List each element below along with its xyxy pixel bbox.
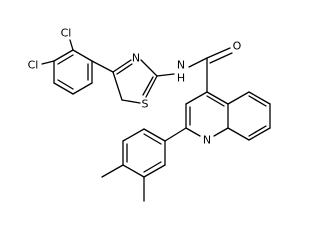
- bond: [53, 49, 74, 62]
- bond: [145, 75, 158, 98]
- bond: [248, 95, 267, 107]
- bond: [227, 127, 250, 141]
- atom-label-thiazole-n: N: [132, 52, 140, 65]
- atom-label-amide-n: N: [177, 59, 185, 72]
- bond: [213, 127, 229, 137]
- bond: [185, 91, 208, 105]
- bond: [101, 164, 124, 178]
- bonds: [41, 39, 271, 202]
- bond: [143, 164, 166, 178]
- bond: [140, 59, 158, 77]
- bond: [41, 60, 55, 65]
- atom-label-amide-h: H: [177, 72, 185, 85]
- bond: [91, 60, 114, 73]
- bond: [164, 127, 187, 142]
- molecule-structure-diagram: Cl Cl N S N H O N: [28, 27, 271, 202]
- bond: [72, 82, 93, 95]
- bond: [57, 79, 74, 90]
- bond: [206, 95, 225, 107]
- bond: [227, 91, 250, 105]
- bond: [209, 52, 233, 64]
- bond: [143, 161, 162, 173]
- bond: [122, 128, 145, 142]
- bond: [116, 63, 133, 75]
- bond: [143, 133, 162, 145]
- atom-labels: Cl Cl N S N H O N: [28, 27, 242, 147]
- atom-label-cl-upper: Cl: [61, 27, 72, 40]
- bond: [185, 127, 201, 137]
- bond: [248, 125, 267, 137]
- bond: [156, 73, 175, 77]
- bond: [69, 39, 74, 51]
- bond: [53, 82, 74, 95]
- bond: [122, 164, 145, 178]
- bond: [206, 47, 231, 59]
- bond: [112, 71, 123, 101]
- atom-label-cl-lower: Cl: [28, 59, 39, 72]
- bond: [248, 91, 271, 105]
- atom-label-carbonyl-o: O: [233, 40, 242, 53]
- bond: [188, 57, 208, 68]
- bond: [72, 49, 93, 62]
- bond: [121, 99, 141, 104]
- atom-label-quinoline-n: N: [203, 134, 211, 147]
- bond: [112, 59, 132, 73]
- bond: [143, 128, 166, 142]
- atom-label-thiazole-s: S: [142, 98, 149, 111]
- bond: [248, 127, 271, 141]
- bond: [142, 76, 154, 96]
- bond: [57, 54, 74, 65]
- bond: [206, 91, 229, 105]
